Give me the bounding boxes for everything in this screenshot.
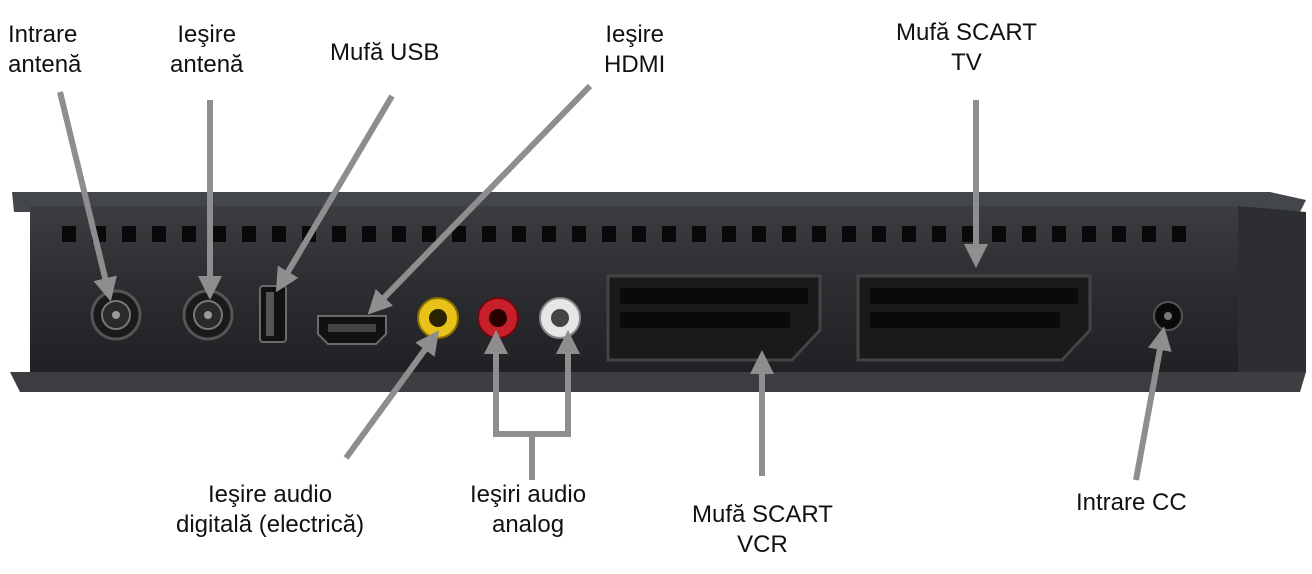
hdmi-port — [317, 315, 387, 345]
dc-in-port — [1153, 301, 1183, 331]
antenna-out-port — [182, 289, 234, 341]
device-side — [1238, 206, 1306, 372]
usb-port — [259, 285, 287, 343]
arrow-usb — [275, 94, 395, 293]
label-scart-vcr: Mufă SCART VCR — [692, 501, 833, 558]
label-analog-audio: Ieşiri audio analog — [470, 481, 587, 538]
label-digital-audio: Ieşire audio digitală (electrică) — [176, 481, 365, 538]
label-antenna-out: Ieşire antenă — [170, 21, 244, 78]
arrow-dc-in — [1133, 326, 1172, 481]
arrow-antenna-in — [57, 91, 117, 302]
label-scart-tv: Mufă SCART TV — [896, 19, 1037, 76]
rca-white-audio-jack — [539, 297, 581, 339]
arrow-digital-audio — [343, 330, 440, 460]
label-hdmi: Ieşire HDMI — [604, 21, 666, 78]
label-antenna-in: Intrare antenă — [8, 21, 82, 78]
label-dc-in: Intrare CC — [1076, 489, 1187, 516]
antenna-in-port — [90, 289, 142, 341]
label-usb: Mufă USB — [330, 39, 440, 66]
rca-red-audio-jack — [477, 297, 519, 339]
device-bottom-edge — [10, 372, 1306, 392]
callout-arrows — [57, 83, 1172, 481]
rca-digital-audio-jack — [417, 297, 459, 339]
scart-vcr-port — [606, 274, 822, 362]
ventilation-slots — [62, 226, 1186, 242]
arrow-hdmi — [367, 83, 593, 315]
set-top-box — [10, 192, 1306, 392]
scart-tv-port — [856, 274, 1092, 362]
